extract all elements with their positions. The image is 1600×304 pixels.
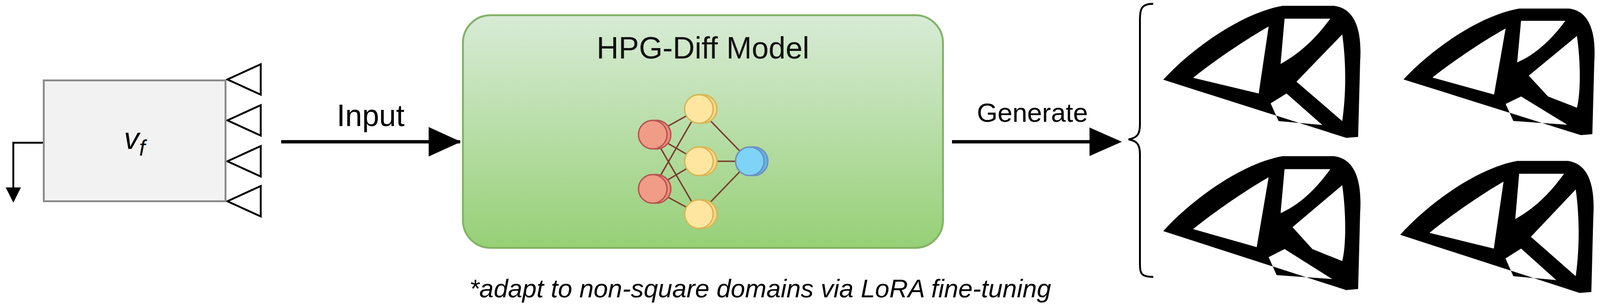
support-symbols [227,64,261,217]
model-title: HPG-Diff Model [463,30,943,66]
load-arrow [5,142,43,203]
volume-fraction: vf [124,120,146,161]
model-box: HPG-Diff Model [461,14,944,249]
flow-arrow [281,140,461,144]
domain-box: vf [42,79,227,203]
generate-arrow [952,127,1122,157]
topology-results [1163,5,1595,294]
footnote-text: *adapt to non-square domains via LoRA fi… [469,273,1052,304]
curly-bracket [1128,3,1154,277]
arrow-label: Generate [976,97,1089,128]
edge-label: Input [336,98,405,134]
